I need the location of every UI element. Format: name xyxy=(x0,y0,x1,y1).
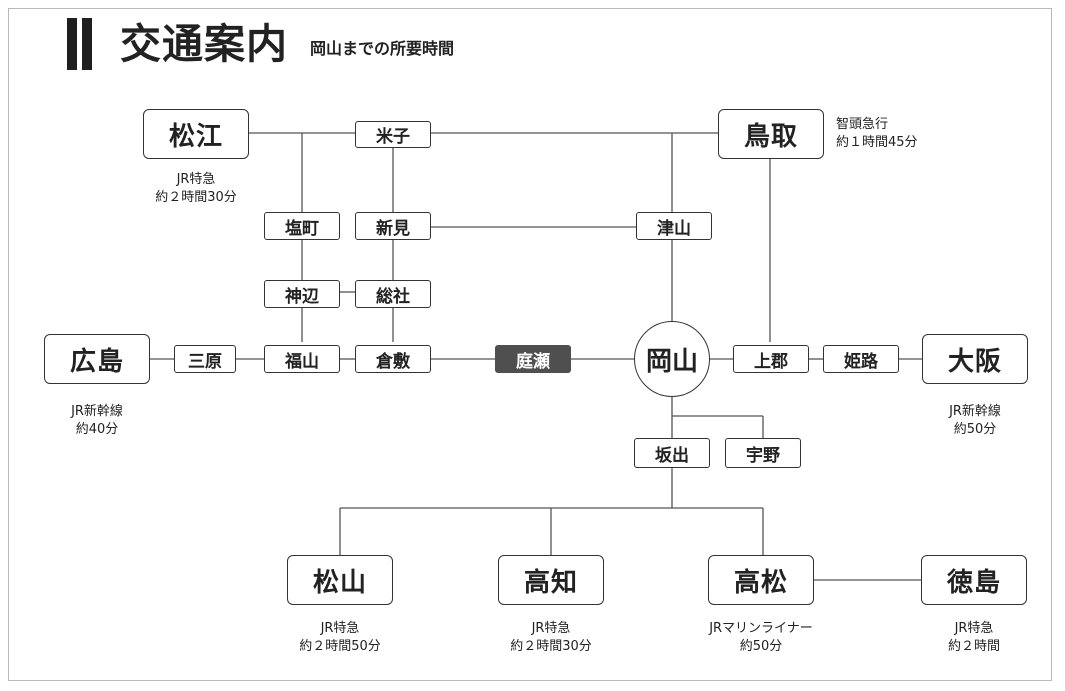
note-line: 約１時間45分 xyxy=(836,135,918,150)
note-line: 約２時間30分 xyxy=(510,639,592,654)
hub-okayama: 岡山 xyxy=(634,321,710,397)
note-line: JR特急 xyxy=(954,621,994,636)
note-line: 約40分 xyxy=(75,422,119,437)
note-line: JR新幹線 xyxy=(949,404,1001,419)
note-line: JR特急 xyxy=(320,621,360,636)
station-kannabe: 神辺 xyxy=(264,280,340,308)
note-osaka: JR新幹線 約50分 xyxy=(900,403,1050,439)
note-kochi: JR特急 約２時間30分 xyxy=(471,620,631,656)
note-matsuyama: JR特急 約２時間50分 xyxy=(260,620,420,656)
title-bar-mark xyxy=(82,18,92,70)
city-matsue: 松江 xyxy=(143,109,249,159)
map-frame xyxy=(8,8,1052,681)
city-takamatsu: 高松 xyxy=(708,555,814,605)
note-line: 約２時間50分 xyxy=(299,639,381,654)
note-tokushima: JR特急 約２時間 xyxy=(899,620,1049,656)
city-kochi: 高知 xyxy=(498,555,604,605)
station-sakaide: 坂出 xyxy=(634,438,710,468)
note-line: JR特急 xyxy=(531,621,571,636)
note-line: 約50分 xyxy=(953,422,997,437)
page-title: 交通案内 xyxy=(120,20,288,68)
city-tokushima: 徳島 xyxy=(921,555,1027,605)
station-niwase: 庭瀬 xyxy=(495,345,571,373)
note-line: 約２時間30分 xyxy=(155,190,237,205)
station-shiomachi: 塩町 xyxy=(264,212,340,240)
city-tottori: 鳥取 xyxy=(718,109,824,159)
note-hiroshima: JR新幹線 約40分 xyxy=(22,403,172,439)
station-tsuyama: 津山 xyxy=(636,212,712,240)
city-hiroshima: 広島 xyxy=(44,334,150,384)
station-soja: 総社 xyxy=(355,280,431,308)
note-takamatsu: JRマリンライナー 約50分 xyxy=(671,620,851,656)
station-yonago: 米子 xyxy=(355,121,431,148)
note-matsue: JR特急 約２時間30分 xyxy=(116,171,276,207)
city-osaka: 大阪 xyxy=(922,334,1028,384)
station-niimi: 新見 xyxy=(355,212,431,240)
station-uno: 宇野 xyxy=(725,438,801,468)
title-bar-mark xyxy=(67,18,77,70)
note-line: JR新幹線 xyxy=(71,404,123,419)
note-line: JRマリンライナー xyxy=(709,621,813,636)
note-line: 約２時間 xyxy=(947,639,1000,654)
note-tottori: 智頭急行 約１時間45分 xyxy=(836,116,976,152)
station-mihara: 三原 xyxy=(174,345,236,373)
station-himeji: 姫路 xyxy=(823,345,899,373)
station-fukuyama: 福山 xyxy=(264,345,340,373)
note-line: JR特急 xyxy=(176,172,216,187)
page-subtitle: 岡山までの所要時間 xyxy=(310,39,455,58)
station-kurashiki: 倉敷 xyxy=(355,345,431,373)
station-kamigori: 上郡 xyxy=(733,345,809,373)
note-line: 智頭急行 xyxy=(836,117,889,132)
city-matsuyama: 松山 xyxy=(287,555,393,605)
note-line: 約50分 xyxy=(739,639,783,654)
